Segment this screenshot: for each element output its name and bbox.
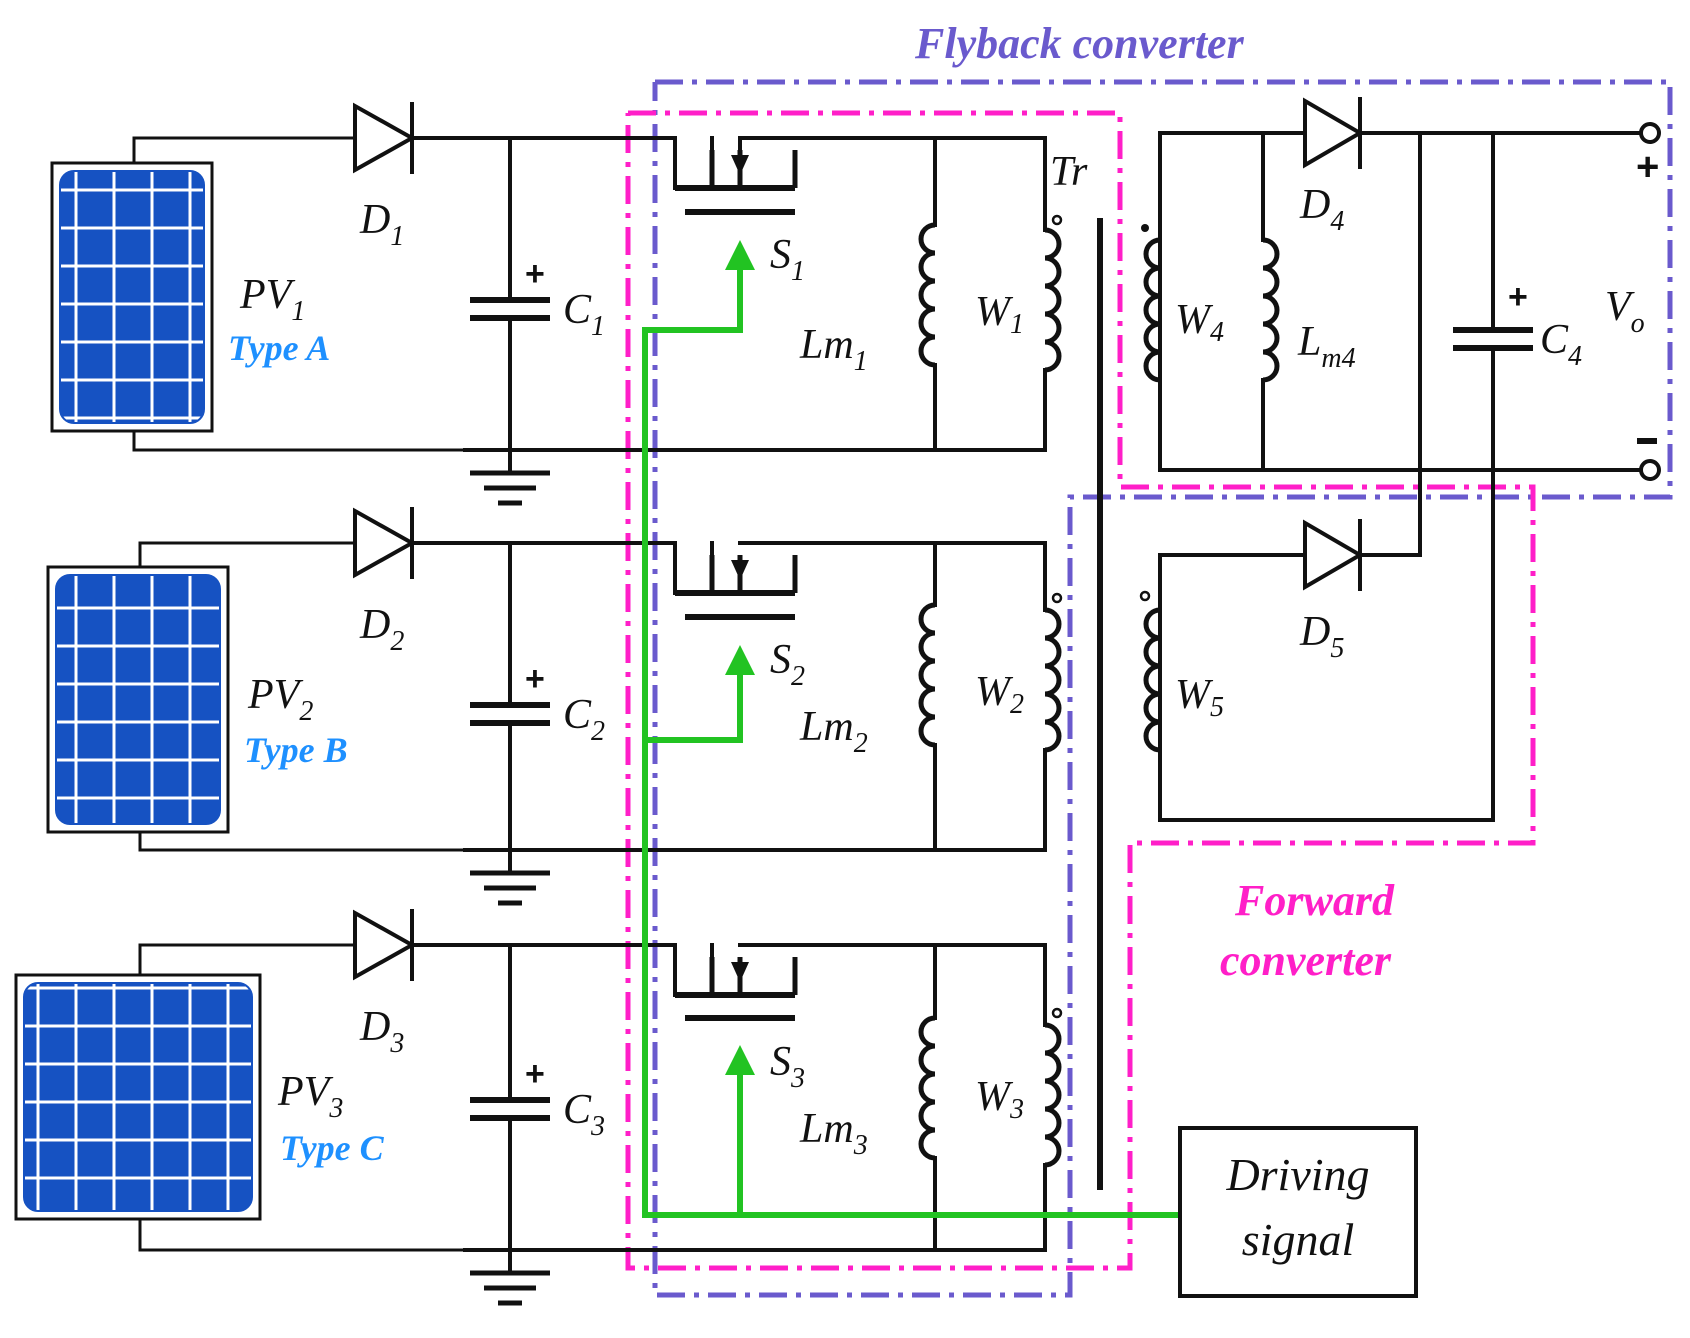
transformer-label: Tr [1050, 149, 1088, 195]
s3-gate-arrow [725, 1045, 755, 1075]
c2-label: C2 [563, 692, 605, 747]
w4-label: W4 [1175, 297, 1224, 348]
pv-cells-1 [59, 170, 205, 424]
c1-label: C1 [563, 287, 605, 342]
diode-d5 [1303, 519, 1364, 591]
flyback-box [652, 79, 1673, 1298]
pv3-label: PV3 [277, 1069, 343, 1124]
d4-label: D4 [1299, 182, 1344, 237]
stage-2: + [46, 507, 1063, 906]
forward-winding [1139, 519, 1495, 822]
forward-title-line2: converter [1220, 936, 1392, 985]
diode-d2 [353, 507, 417, 579]
d3-label: D3 [359, 1004, 404, 1059]
pv-cells-2 [55, 574, 221, 825]
output-terminal-plus [1639, 122, 1661, 144]
forward-box [625, 110, 1536, 1271]
s2-gate-arrow [725, 645, 755, 675]
c3-label: C3 [563, 1087, 605, 1142]
lm1-label: Lm1 [799, 322, 868, 377]
pv-cells-3 [23, 982, 253, 1212]
secondary-output: + [1141, 97, 1661, 822]
c4-label: C4 [1540, 317, 1582, 372]
vo-plus: + [1636, 145, 1659, 189]
stage-3: + [14, 909, 1063, 1306]
w3-label: W3 [975, 1074, 1024, 1125]
s1-gate-arrow [725, 240, 755, 270]
pv2-type: Type B [244, 730, 348, 770]
flyback-title: Flyback converter [914, 19, 1245, 68]
driving-line2: signal [1242, 1214, 1354, 1265]
w2-label: W2 [975, 669, 1024, 720]
pv1-label: PV1 [239, 272, 305, 327]
output-terminal-minus [1639, 459, 1661, 481]
diode-d3 [353, 909, 417, 981]
c3-plus: + [525, 1055, 545, 1093]
vo-label: Vo [1605, 284, 1645, 339]
stage-1: + [50, 102, 1063, 506]
c1-plus: + [525, 255, 545, 293]
forward-title-line1: Forward [1234, 876, 1395, 925]
pv2-label: PV2 [247, 672, 313, 727]
vo-minus-mark [1637, 438, 1657, 444]
pv3-type: Type C [280, 1128, 385, 1168]
pv1-type: Type A [228, 328, 330, 368]
w1-label: W1 [975, 289, 1024, 340]
driving-signal-block [1178, 1126, 1418, 1298]
d2-label: D2 [359, 602, 404, 657]
lm4-label: Lm4 [1297, 319, 1356, 374]
diode-d4 [1303, 97, 1364, 169]
lm2-label: Lm2 [799, 704, 868, 759]
d1-label: D1 [359, 197, 404, 252]
c4-plus: + [1508, 278, 1528, 316]
s1-label: S1 [770, 232, 805, 287]
driving-line1: Driving [1225, 1149, 1369, 1200]
d5-label: D5 [1299, 609, 1344, 664]
lm3-label: Lm3 [799, 1106, 868, 1161]
c2-plus: + [525, 660, 545, 698]
s3-label: S3 [770, 1039, 805, 1094]
s2-label: S2 [770, 637, 805, 692]
w5-label: W5 [1175, 672, 1224, 723]
driving-signal-lines [642, 255, 1180, 1218]
diode-d1 [353, 102, 417, 174]
